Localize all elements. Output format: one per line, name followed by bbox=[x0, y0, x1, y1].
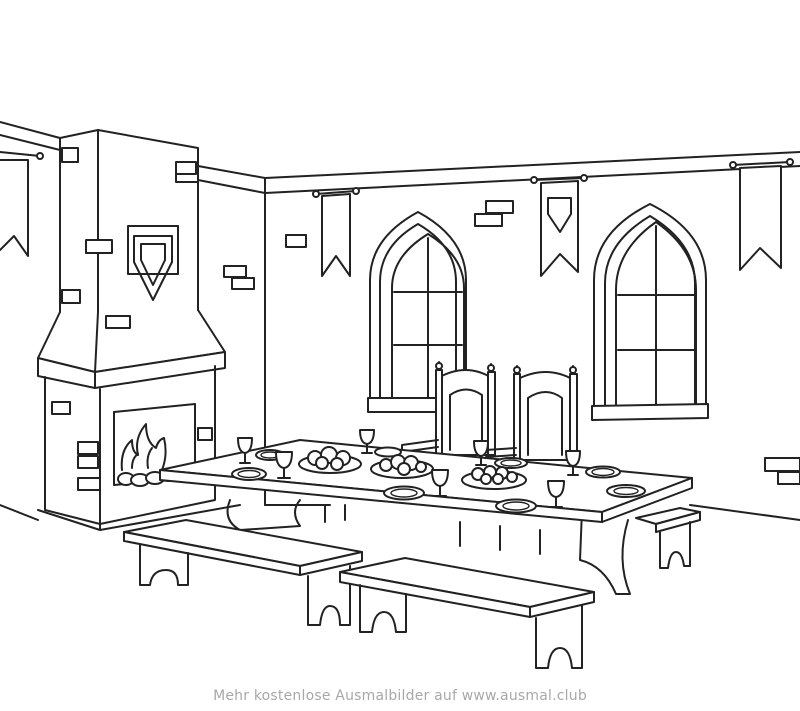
website-credit: Mehr kostenlose Ausmalbilder auf www.aus… bbox=[213, 688, 587, 704]
goblet-icon bbox=[473, 440, 489, 466]
bench-icon bbox=[635, 507, 701, 569]
plate-icon bbox=[495, 498, 537, 514]
fireplace bbox=[37, 129, 241, 531]
bench-icon bbox=[123, 519, 363, 626]
banner-icon bbox=[312, 187, 360, 277]
goblet-icon bbox=[565, 450, 581, 476]
goblet-icon bbox=[275, 451, 293, 479]
goblet-icon bbox=[431, 469, 449, 497]
food-platter-icon bbox=[298, 446, 362, 474]
bench-icon bbox=[339, 557, 595, 669]
shield-icon bbox=[127, 225, 179, 301]
plate-icon bbox=[383, 485, 425, 501]
banner-icon bbox=[530, 174, 588, 277]
gothic-window-icon bbox=[591, 203, 709, 421]
plate-icon bbox=[494, 457, 528, 469]
banners bbox=[0, 151, 794, 277]
goblet-icon bbox=[237, 437, 253, 464]
banner-icon bbox=[729, 158, 794, 271]
plate-icon bbox=[231, 467, 267, 481]
tableware bbox=[231, 429, 646, 514]
goblet-icon bbox=[547, 480, 565, 508]
banner-icon bbox=[0, 151, 44, 257]
plate-icon bbox=[585, 465, 621, 479]
plate-icon bbox=[606, 484, 646, 498]
throne-chair-icon bbox=[485, 365, 578, 461]
goblet-icon bbox=[359, 429, 375, 454]
food-platter-icon bbox=[461, 465, 527, 490]
plate-icon bbox=[374, 446, 402, 458]
